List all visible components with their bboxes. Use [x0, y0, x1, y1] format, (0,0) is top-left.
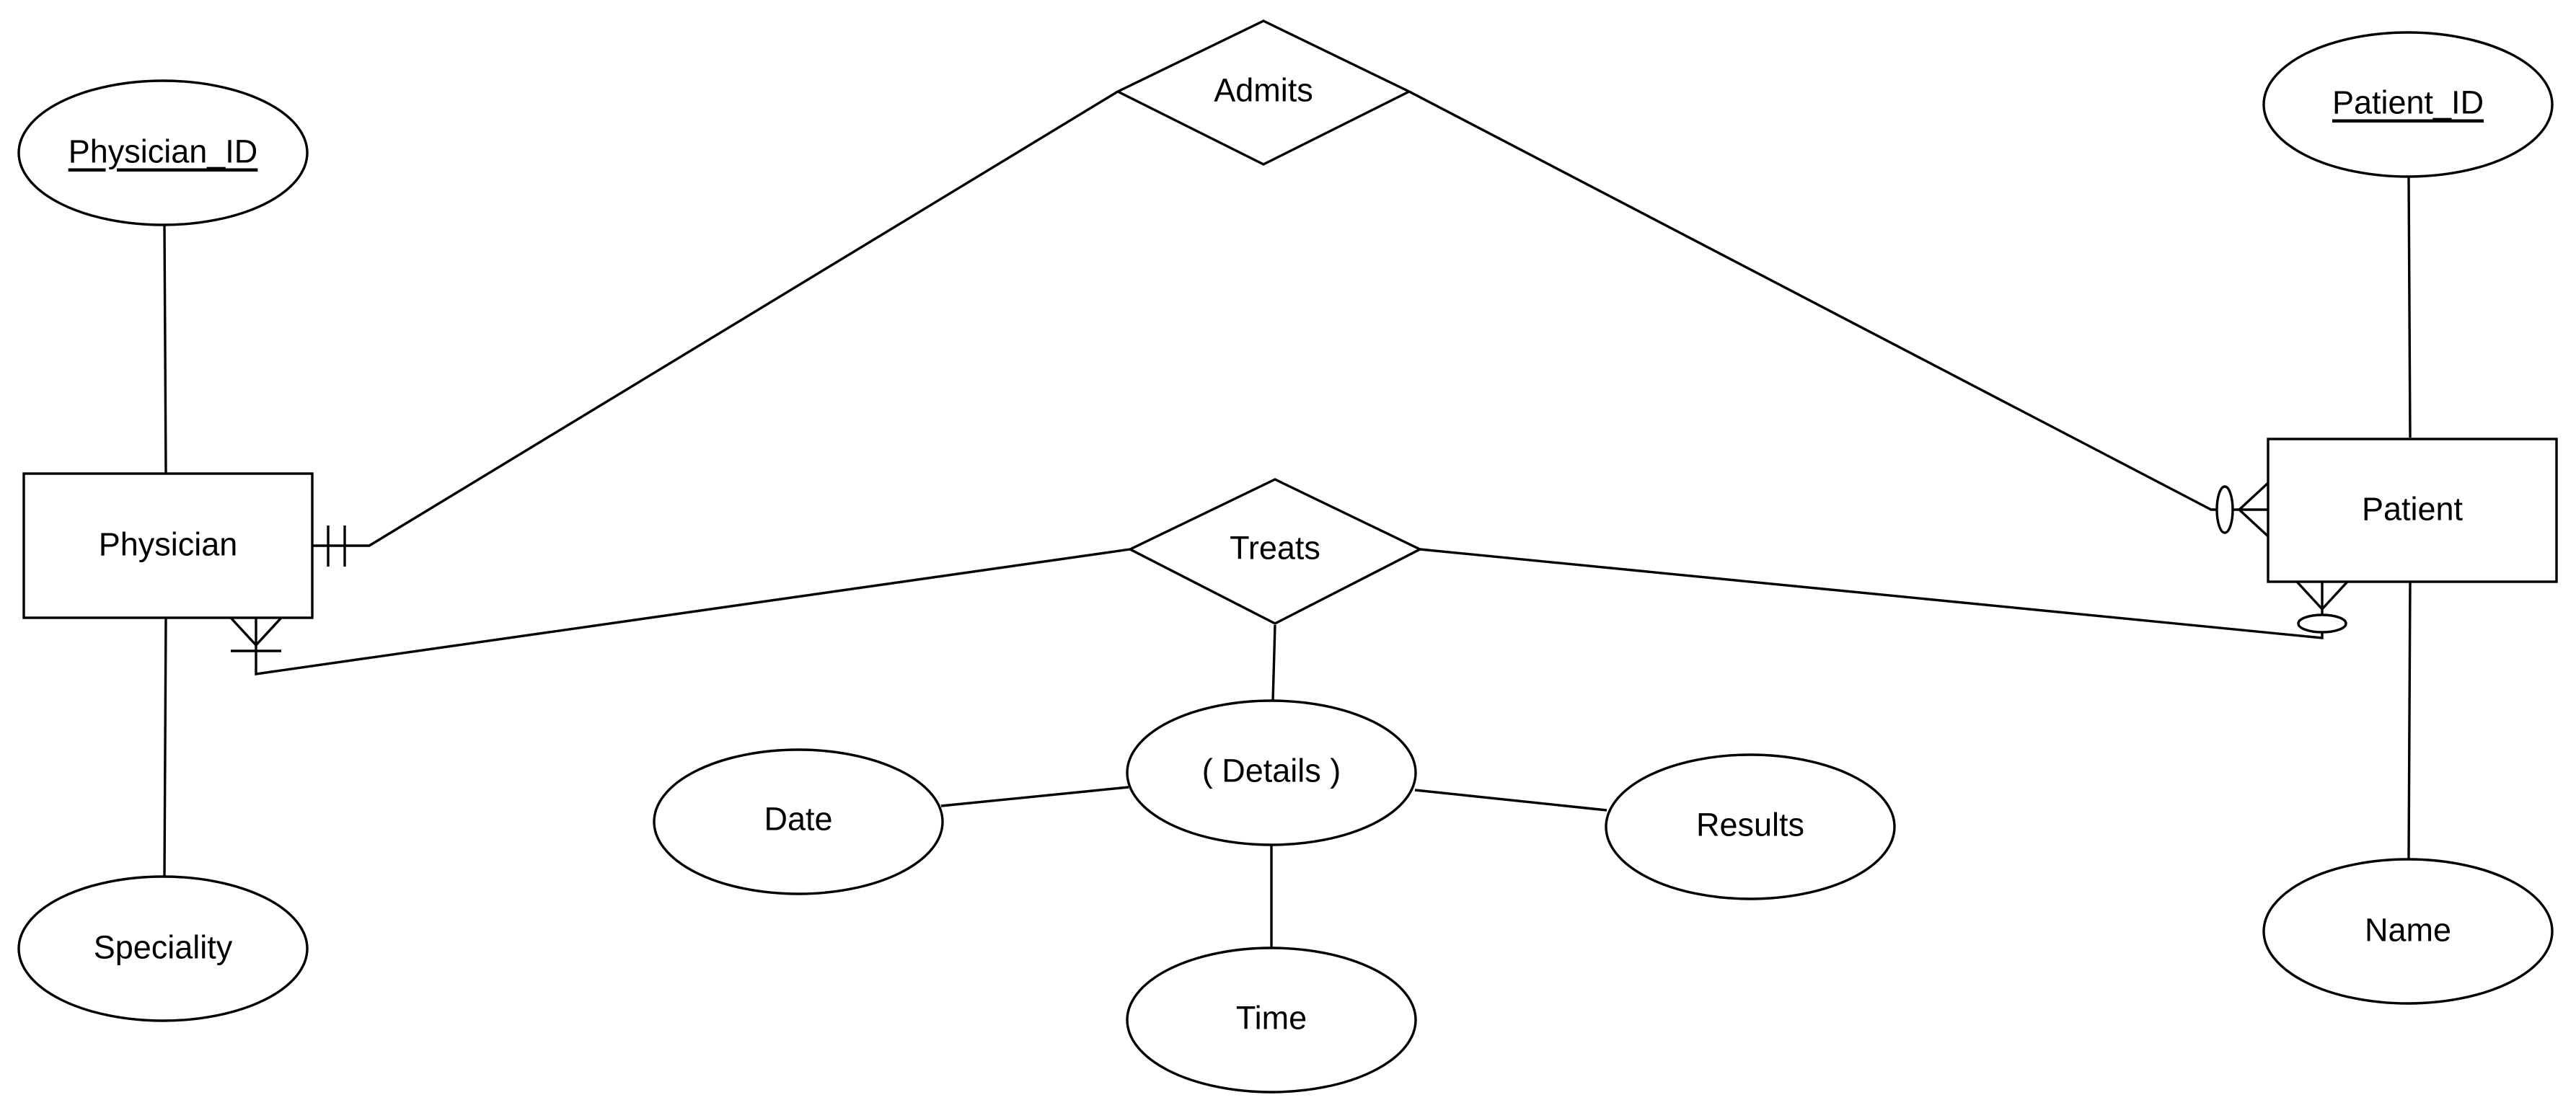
entity-physician[interactable]: Physician: [22, 472, 314, 619]
crow-foot-right: [255, 616, 283, 647]
attribute-time-ellipse: [1126, 946, 1417, 1094]
attribute-date[interactable]: Date: [653, 748, 944, 895]
attribute-results-ellipse: [1605, 753, 1896, 900]
attribute-speciality[interactable]: Speciality: [17, 875, 309, 1022]
attribute-physician-id-ellipse: [17, 79, 309, 226]
entity-patient-label: Patient: [2362, 491, 2463, 528]
attribute-patient-id[interactable]: Patient_ID: [2262, 31, 2554, 178]
relationship-treats-diamond: [1127, 478, 1423, 625]
details-results-connector: [1414, 789, 1607, 812]
attribute-details-label: ( Details ): [1202, 753, 1341, 789]
attribute-physician-id-label: Physician_ID: [69, 133, 258, 170]
attribute-time[interactable]: Time: [1126, 946, 1417, 1094]
admits-physician-cardinality: [327, 526, 346, 567]
crow-foot-lower: [2238, 508, 2270, 538]
treats-physician-line: [255, 548, 1131, 675]
patient-id-connector: [2407, 176, 2412, 438]
attribute-details-ellipse: [1126, 699, 1417, 846]
attribute-name[interactable]: Name: [2262, 858, 2554, 1005]
attribute-name-ellipse: [2262, 858, 2554, 1005]
crow-foot-left: [229, 616, 257, 647]
attribute-name-label: Name: [2365, 912, 2451, 949]
treats-patient-line: [1419, 548, 2324, 639]
connectors: [163, 90, 2412, 948]
crow-foot-upper: [2238, 482, 2270, 511]
relationship-treats[interactable]: Treats: [1127, 478, 1423, 625]
admits-physician-line: [312, 90, 1119, 547]
attribute-patient-id-ellipse: [2262, 31, 2554, 178]
relationship-admits-label: Admits: [1214, 72, 1313, 109]
entity-patient-box: [2267, 438, 2558, 583]
crow-foot-left: [2295, 580, 2324, 611]
treats-details-connector: [1271, 624, 1276, 702]
entity-patient[interactable]: Patient: [2267, 438, 2558, 583]
name-connector: [2407, 581, 2412, 860]
entity-physician-box: [22, 472, 314, 619]
attribute-physician-id[interactable]: Physician_ID: [17, 79, 309, 226]
relationship-admits-diamond: [1115, 19, 1412, 166]
attribute-speciality-label: Speciality: [94, 929, 233, 966]
physician-id-connector: [163, 224, 167, 474]
attribute-time-label: Time: [1236, 1000, 1307, 1037]
admits-patient-cardinality: [2215, 482, 2270, 538]
relationship-treats-label: Treats: [1230, 530, 1320, 567]
speciality-connector: [163, 617, 167, 878]
crow-foot-right: [2321, 580, 2349, 611]
treats-physician-cardinality: [229, 616, 283, 652]
attribute-results[interactable]: Results: [1605, 753, 1896, 900]
attribute-patient-id-label: Patient_ID: [2332, 84, 2484, 121]
attribute-date-ellipse: [653, 748, 944, 895]
entity-physician-label: Physician: [99, 526, 238, 563]
admits-patient-line: [1408, 90, 2268, 511]
attribute-results-label: Results: [1696, 807, 1804, 843]
zero-circle: [2215, 485, 2234, 534]
treats-patient-cardinality: [2295, 580, 2349, 634]
details-date-connector: [940, 786, 1129, 807]
attribute-date-label: Date: [764, 801, 832, 838]
relationship-admits[interactable]: Admits: [1115, 19, 1412, 166]
zero-circle: [2297, 613, 2347, 634]
attribute-details[interactable]: ( Details ): [1126, 699, 1417, 846]
attribute-speciality-ellipse: [17, 875, 309, 1022]
